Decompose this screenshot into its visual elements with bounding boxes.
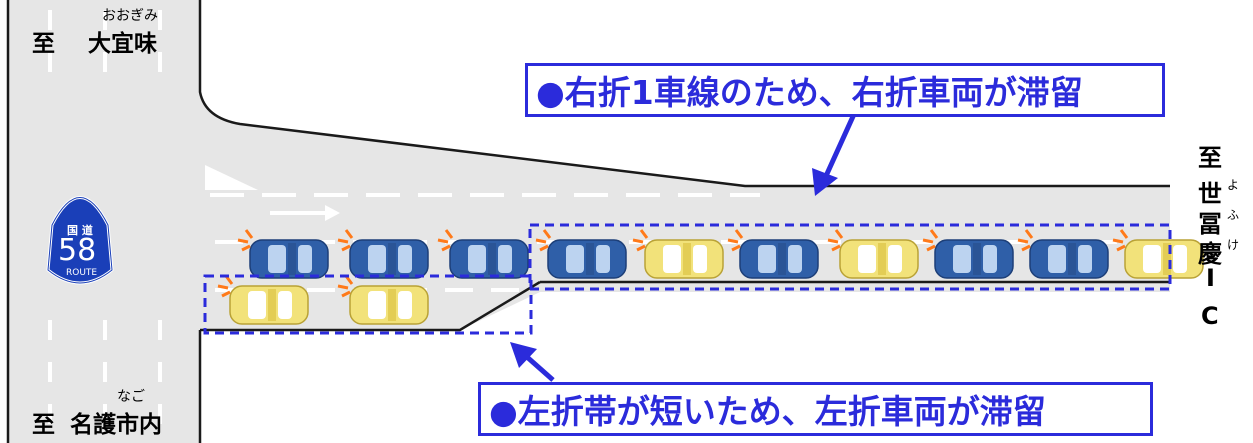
- route-shield-text: ROUTE: [66, 268, 98, 278]
- east-destination-char-2: 冨: [1198, 210, 1222, 238]
- south-destination-name: 名護市内: [70, 412, 162, 438]
- queue-lane-car-3: [437, 229, 529, 279]
- east-destination-reading-1: よ: [1227, 178, 1240, 192]
- east-destination-char-1: 世: [1198, 180, 1222, 208]
- left-turn-queue-highlight: [203, 274, 533, 335]
- east-destination-char-5: C: [1201, 302, 1219, 330]
- queue-lane-car-4: [535, 229, 627, 279]
- right-turn-queue-highlight: [528, 223, 1172, 291]
- left-turn-pointer-arrow: [510, 342, 555, 382]
- route-shield-number: 58: [58, 233, 97, 268]
- north-destination-name: 大宜味: [88, 31, 157, 57]
- route-shield-kanji: 国 道: [67, 224, 93, 237]
- east-destination-reading-2: ふ: [1227, 208, 1240, 222]
- north-destination-prefix: 至: [32, 31, 55, 57]
- north-lane-marks: [48, 10, 162, 443]
- east-destination-reading-3: け: [1227, 238, 1240, 252]
- east-destination-prefix: 至: [1198, 144, 1222, 172]
- right-turn-pointer-arrow: [812, 110, 858, 196]
- route-58-shield: [46, 196, 114, 285]
- yield-triangle: [205, 165, 258, 190]
- queue-lane-car-8: [922, 229, 1014, 279]
- queue-lane-car-5: [632, 229, 724, 279]
- east-destination-char-4: I: [1206, 264, 1215, 292]
- queue-lane-car-9: [1017, 229, 1109, 279]
- north-destination-reading: おおぎみ: [102, 8, 158, 24]
- left-turn-callout: ●左折帯が短いため、左折車両が滞留: [478, 382, 1153, 436]
- right-turn-callout: ●右折1車線のため、右折車両が滞留: [525, 63, 1165, 117]
- road-edges: [6, 0, 1170, 443]
- direction-arrow: [270, 205, 340, 221]
- south-destination-prefix: 至: [32, 412, 55, 438]
- east-destination-char-3: 慶: [1198, 240, 1222, 268]
- queue-lane-car-6: [727, 229, 819, 279]
- queue-lane-car-7: [827, 229, 919, 279]
- queue-lane-car-1: [237, 229, 329, 279]
- queue-lane-cars: [237, 229, 1204, 279]
- queue-lane-car-10: [1112, 229, 1204, 279]
- south-destination-reading: なご: [117, 389, 145, 405]
- queue-lane-car-2: [337, 229, 429, 279]
- road-surface: [8, 0, 1170, 443]
- left-turn-lane-cars: [217, 275, 429, 325]
